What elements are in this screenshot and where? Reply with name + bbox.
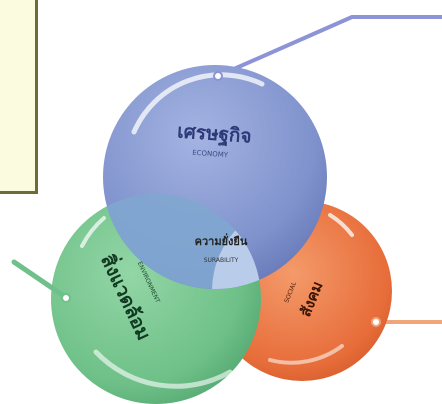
economy-connector-line xyxy=(216,15,354,78)
social-highlight xyxy=(328,213,354,237)
environment-connector-line xyxy=(11,259,67,299)
economy-highlight xyxy=(131,72,265,135)
environment-highlight xyxy=(80,216,106,248)
center-thai-label: ความยั่งยืน xyxy=(195,233,248,248)
environment-bottom-highlight xyxy=(93,349,233,389)
note-box xyxy=(0,0,38,194)
social-connector-dot xyxy=(371,317,381,327)
economy-connector-dot xyxy=(213,71,223,81)
environment-connector-dot xyxy=(61,293,71,303)
center-english-label: SURABILITY xyxy=(204,257,239,264)
social-bottom-highlight xyxy=(268,344,344,365)
economy-english-label: ECONOMY xyxy=(192,149,229,160)
